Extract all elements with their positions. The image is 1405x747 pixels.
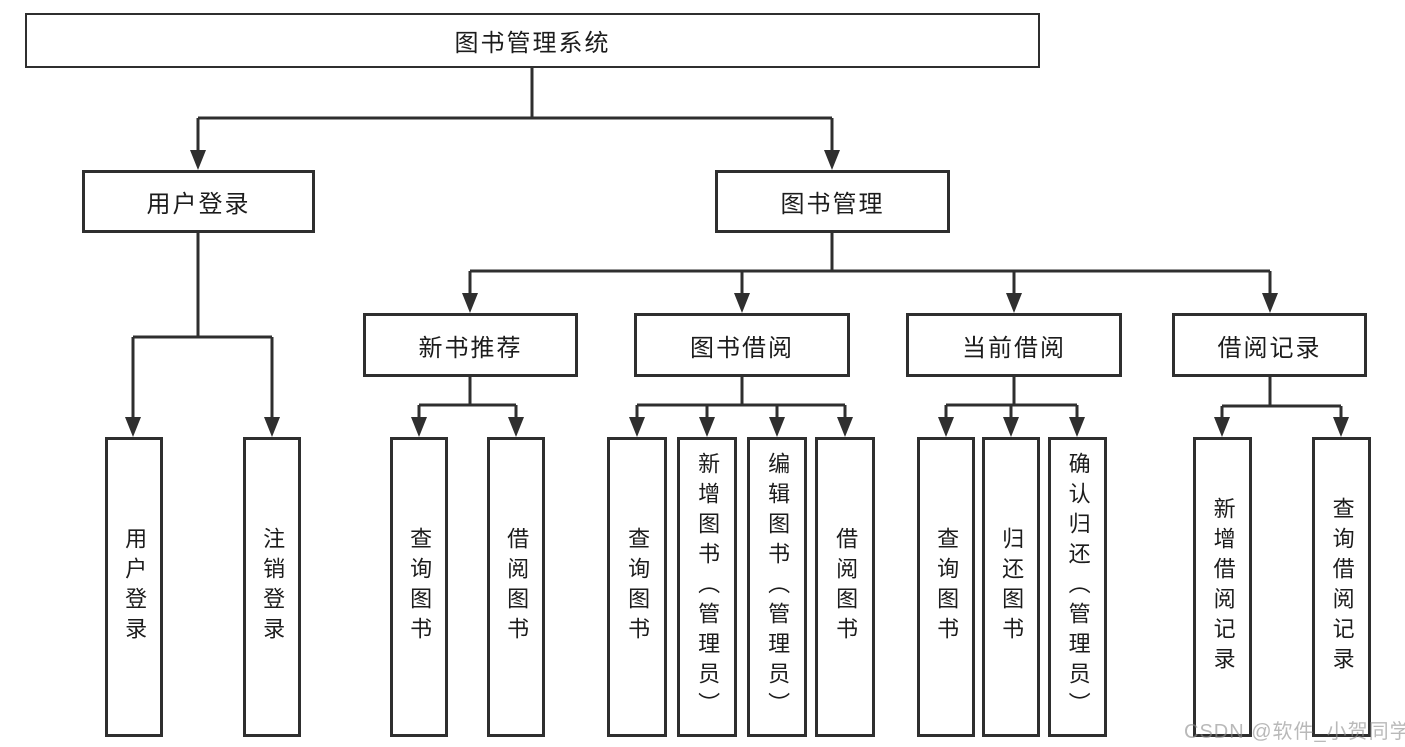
leaf-add-borrow-record: 新增借阅记录 (1193, 437, 1252, 737)
leaf-query-books-recommend-label: 查询图书 (407, 527, 433, 647)
node-new-book-recommendation: 新书推荐 (363, 313, 578, 377)
watermark: CSDN @软件_小贺同学 (1184, 721, 1405, 743)
leaf-edit-books-admin: 编辑图书（管理员） (747, 437, 807, 737)
leaf-query-books-current: 查询图书 (917, 437, 975, 737)
node-book-management: 图书管理 (715, 170, 950, 233)
leaf-add-books-admin-label: 新增图书（管理员） (695, 452, 721, 722)
node-new-book-recommendation-label: 新书推荐 (418, 334, 523, 362)
leaf-edit-books-admin-label: 编辑图书（管理员） (765, 452, 791, 722)
node-book-borrowing: 图书借阅 (634, 313, 850, 377)
leaf-user-login-label: 用户登录 (122, 527, 148, 647)
leaf-borrow-books-recommend-label: 借阅图书 (504, 527, 530, 647)
node-borrowing-records: 借阅记录 (1172, 313, 1367, 377)
leaf-confirm-return-admin-label: 确认归还（管理员） (1065, 452, 1091, 722)
node-borrowing-records-label: 借阅记录 (1217, 334, 1322, 362)
node-book-management-label: 图书管理 (780, 191, 885, 218)
leaf-query-books-current-label: 查询图书 (934, 527, 960, 647)
leaf-borrow-books-label: 借阅图书 (833, 527, 859, 647)
leaf-query-borrow-record-label: 查询借阅记录 (1329, 497, 1355, 677)
node-user-login-label: 用户登录 (146, 191, 251, 218)
leaf-add-borrow-record-label: 新增借阅记录 (1210, 497, 1236, 677)
node-current-borrowing: 当前借阅 (906, 313, 1122, 377)
node-library-management-system-label: 图书管理系统 (454, 30, 611, 57)
leaf-query-borrow-record: 查询借阅记录 (1312, 437, 1371, 737)
leaf-borrow-books-recommend: 借阅图书 (487, 437, 545, 737)
leaf-query-books-recommend: 查询图书 (390, 437, 448, 737)
leaf-borrow-books: 借阅图书 (815, 437, 875, 737)
leaf-query-books-borrow-label: 查询图书 (625, 527, 651, 647)
node-book-borrowing-label: 图书借阅 (690, 334, 794, 362)
leaf-confirm-return-admin: 确认归还（管理员） (1048, 437, 1107, 737)
leaf-add-books-admin: 新增图书（管理员） (677, 437, 737, 737)
node-user-login: 用户登录 (82, 170, 315, 233)
leaf-query-books-borrow: 查询图书 (607, 437, 667, 737)
leaf-return-books: 归还图书 (982, 437, 1040, 737)
leaf-return-books-label: 归还图书 (999, 527, 1025, 647)
leaf-logout: 注销登录 (243, 437, 301, 737)
node-current-borrowing-label: 当前借阅 (962, 334, 1066, 362)
leaf-user-login: 用户登录 (105, 437, 163, 737)
leaf-logout-label: 注销登录 (260, 527, 286, 647)
node-library-management-system: 图书管理系统 (25, 13, 1040, 68)
